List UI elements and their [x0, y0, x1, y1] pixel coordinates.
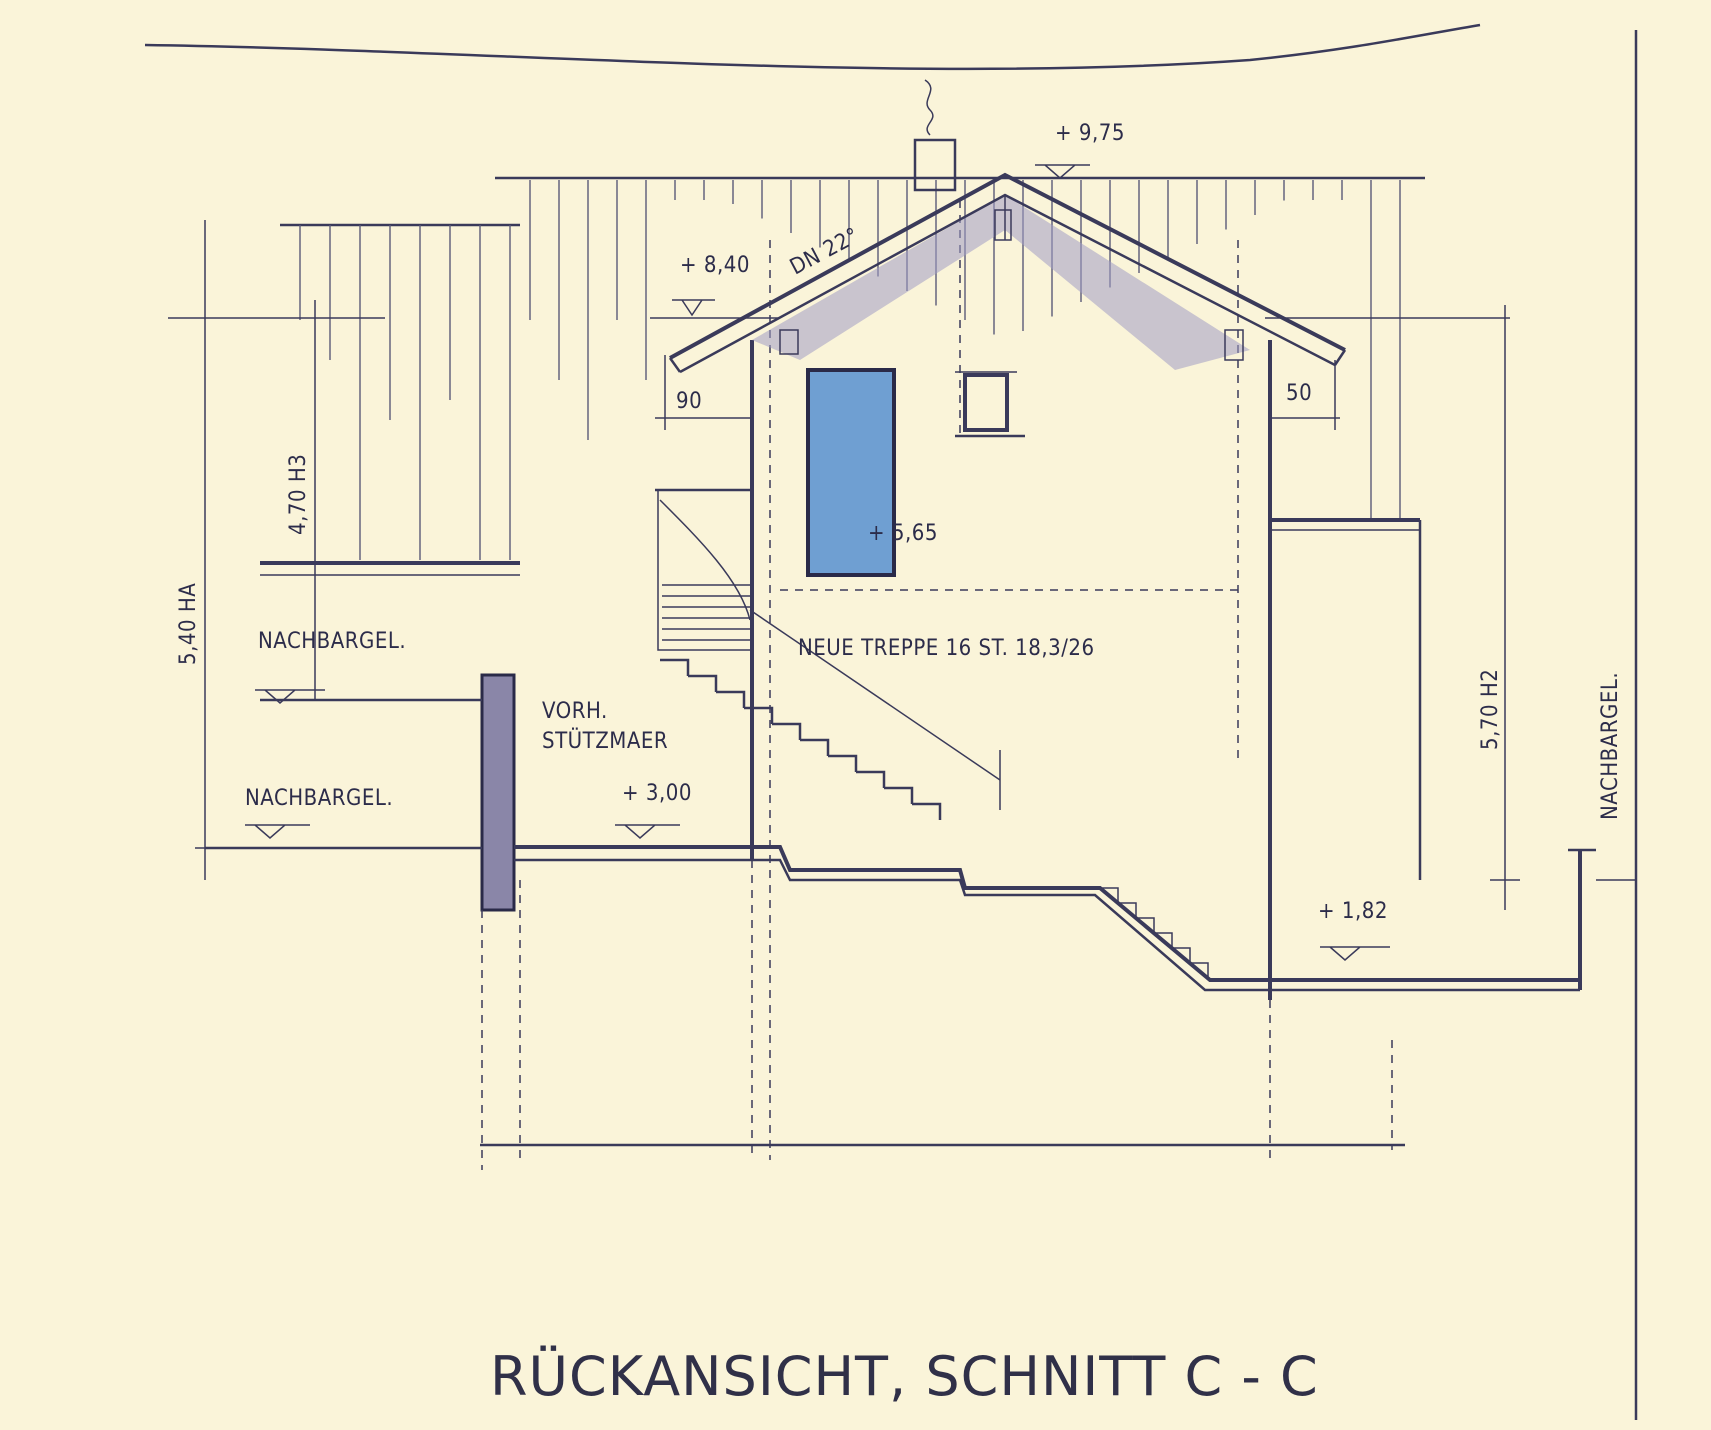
wall-note-line-2: STÜTZMAER [542, 728, 668, 754]
ground-profile [205, 698, 1636, 992]
interior-stair [655, 488, 1001, 810]
exterior-step-1 [688, 674, 718, 692]
exterior-step-4 [772, 722, 802, 740]
lower-step-5 [1190, 962, 1209, 978]
level-door-label: + 5,65 [868, 521, 938, 546]
retaining-wall [480, 673, 516, 912]
exterior-step-8 [884, 786, 914, 804]
dimension-lines [168, 220, 1520, 910]
exterior-stair [660, 658, 1209, 978]
exterior-step-2 [716, 690, 746, 708]
stair-note-label: NEUE TREPPE 16 ST. 18,3/26 [798, 636, 1095, 661]
lower-step-4 [1172, 947, 1191, 963]
exterior-step-9 [912, 802, 942, 820]
annotations: + 9,75 + 8,40 DN 22° 90 50 + 5,65 NEUE T… [176, 121, 1623, 924]
sheet-border-top [144, 23, 1481, 71]
overhang-right-label: 50 [1286, 381, 1312, 406]
level-bottom-label: + 1,82 [1318, 899, 1388, 924]
lower-step-0 [1100, 887, 1119, 903]
neighbor-right-label: NACHBARGEL. [1598, 672, 1623, 820]
level-markers [245, 164, 1390, 961]
level-terrace-label: + 3,00 [622, 781, 692, 806]
level-eaves-label: + 8,40 [680, 253, 750, 278]
exterior-step-0 [660, 658, 690, 676]
foundation-lines [480, 860, 1405, 1170]
window [955, 371, 1025, 438]
drawing-title: RÜCKANSICHT, SCHNITT C - C [490, 1345, 1319, 1408]
lower-step-3 [1154, 932, 1173, 948]
gable-shadow [752, 195, 1250, 370]
wall-note-line-1: VORH. [542, 699, 608, 724]
neighbor-lower-label: NACHBARGEL. [245, 786, 393, 811]
exterior-step-5 [800, 738, 830, 756]
overhang-left-label: 90 [676, 389, 702, 414]
dimension-right: 5,70 H2 [1478, 669, 1503, 750]
door [806, 368, 896, 577]
roof [668, 172, 1347, 374]
neighbor-building-left [260, 223, 520, 576]
exterior-step-7 [856, 770, 886, 788]
lower-step-2 [1136, 917, 1155, 933]
exterior-step-3 [744, 706, 774, 724]
exterior-step-6 [828, 754, 858, 772]
dimension-left-inner: 4,70 H3 [286, 454, 311, 535]
chimney [913, 79, 957, 192]
level-ridge-label: + 9,75 [1055, 121, 1125, 146]
lower-step-1 [1118, 902, 1137, 918]
neighbor-building-right [495, 176, 1425, 880]
house-body [750, 200, 1272, 1160]
dimension-left-outer: 5,40 HA [176, 583, 201, 665]
neighbor-upper-label: NACHBARGEL. [258, 629, 406, 654]
